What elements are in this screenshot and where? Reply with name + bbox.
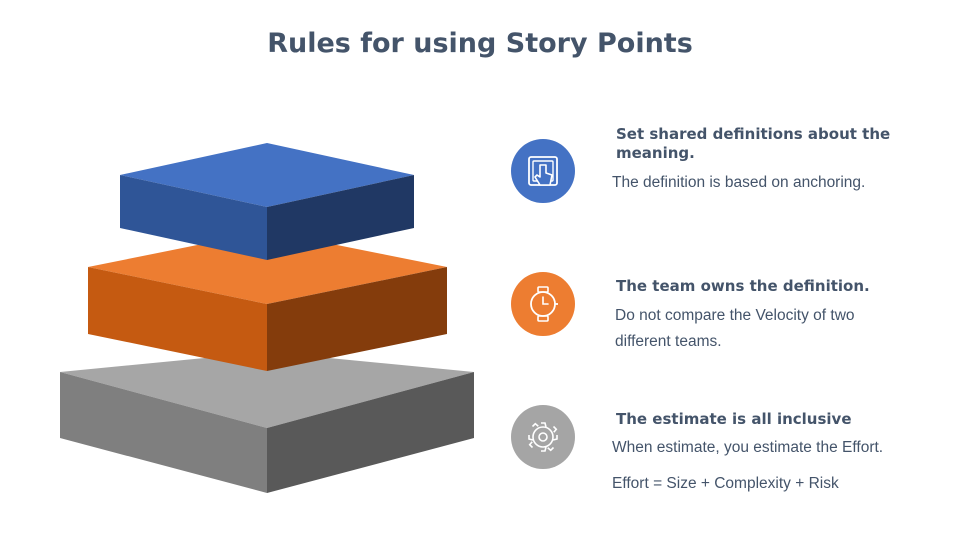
page-title: Rules for using Story Points: [267, 28, 693, 59]
item-3-description-line2: Effort = Size + Complexity + Risk: [612, 475, 839, 492]
item-3-heading: The estimate is all inclusive: [616, 410, 852, 428]
stopwatch-icon: [511, 272, 575, 336]
item-2-heading: The team owns the definition.: [616, 277, 870, 295]
layer-top-blue: [120, 143, 414, 260]
layer-bottom-gray: [60, 352, 474, 493]
layer-middle-orange: [88, 231, 447, 371]
touch-screen-icon: [511, 139, 575, 203]
item-2-description: Do not compare the Velocity of two diffe…: [615, 307, 855, 350]
item-3-description-line1: When estimate, you estimate the Effort.: [612, 439, 884, 456]
item-1-heading: Set shared definitions about the meaning…: [616, 125, 891, 162]
gear-icon: [511, 405, 575, 469]
item-1-description: The definition is based on anchoring.: [612, 174, 866, 191]
